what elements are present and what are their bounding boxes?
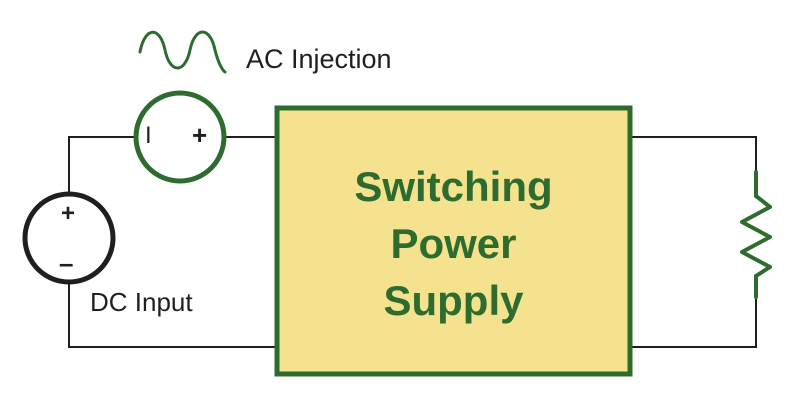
sine-wave-icon xyxy=(138,30,227,74)
dc-terminal-minus-label: – xyxy=(59,248,74,278)
wire-psu-to-load-bottom xyxy=(629,296,757,348)
wire-psu-to-load-top xyxy=(629,136,757,173)
dc-source-icon xyxy=(22,191,116,285)
power-supply-title-line2: Power xyxy=(390,220,517,267)
ac-terminal-plus-label: + xyxy=(192,120,208,150)
ac-source-icon xyxy=(133,90,227,184)
power-supply-block xyxy=(274,105,633,377)
power-supply-title-line3: Supply xyxy=(383,277,524,324)
wire-dc-to-ac xyxy=(68,136,137,197)
ac-injection-label: AC Injection xyxy=(246,44,392,74)
wire-dc-return xyxy=(68,279,278,348)
ac-terminal-minus-label: I xyxy=(145,122,152,149)
power-supply-title: Switching Power Supply xyxy=(277,158,630,329)
power-supply-title-line1: Switching xyxy=(354,163,553,210)
resistor-icon xyxy=(740,170,772,299)
dc-terminal-plus-label: + xyxy=(61,200,76,227)
dc-input-label: DC Input xyxy=(90,287,193,317)
